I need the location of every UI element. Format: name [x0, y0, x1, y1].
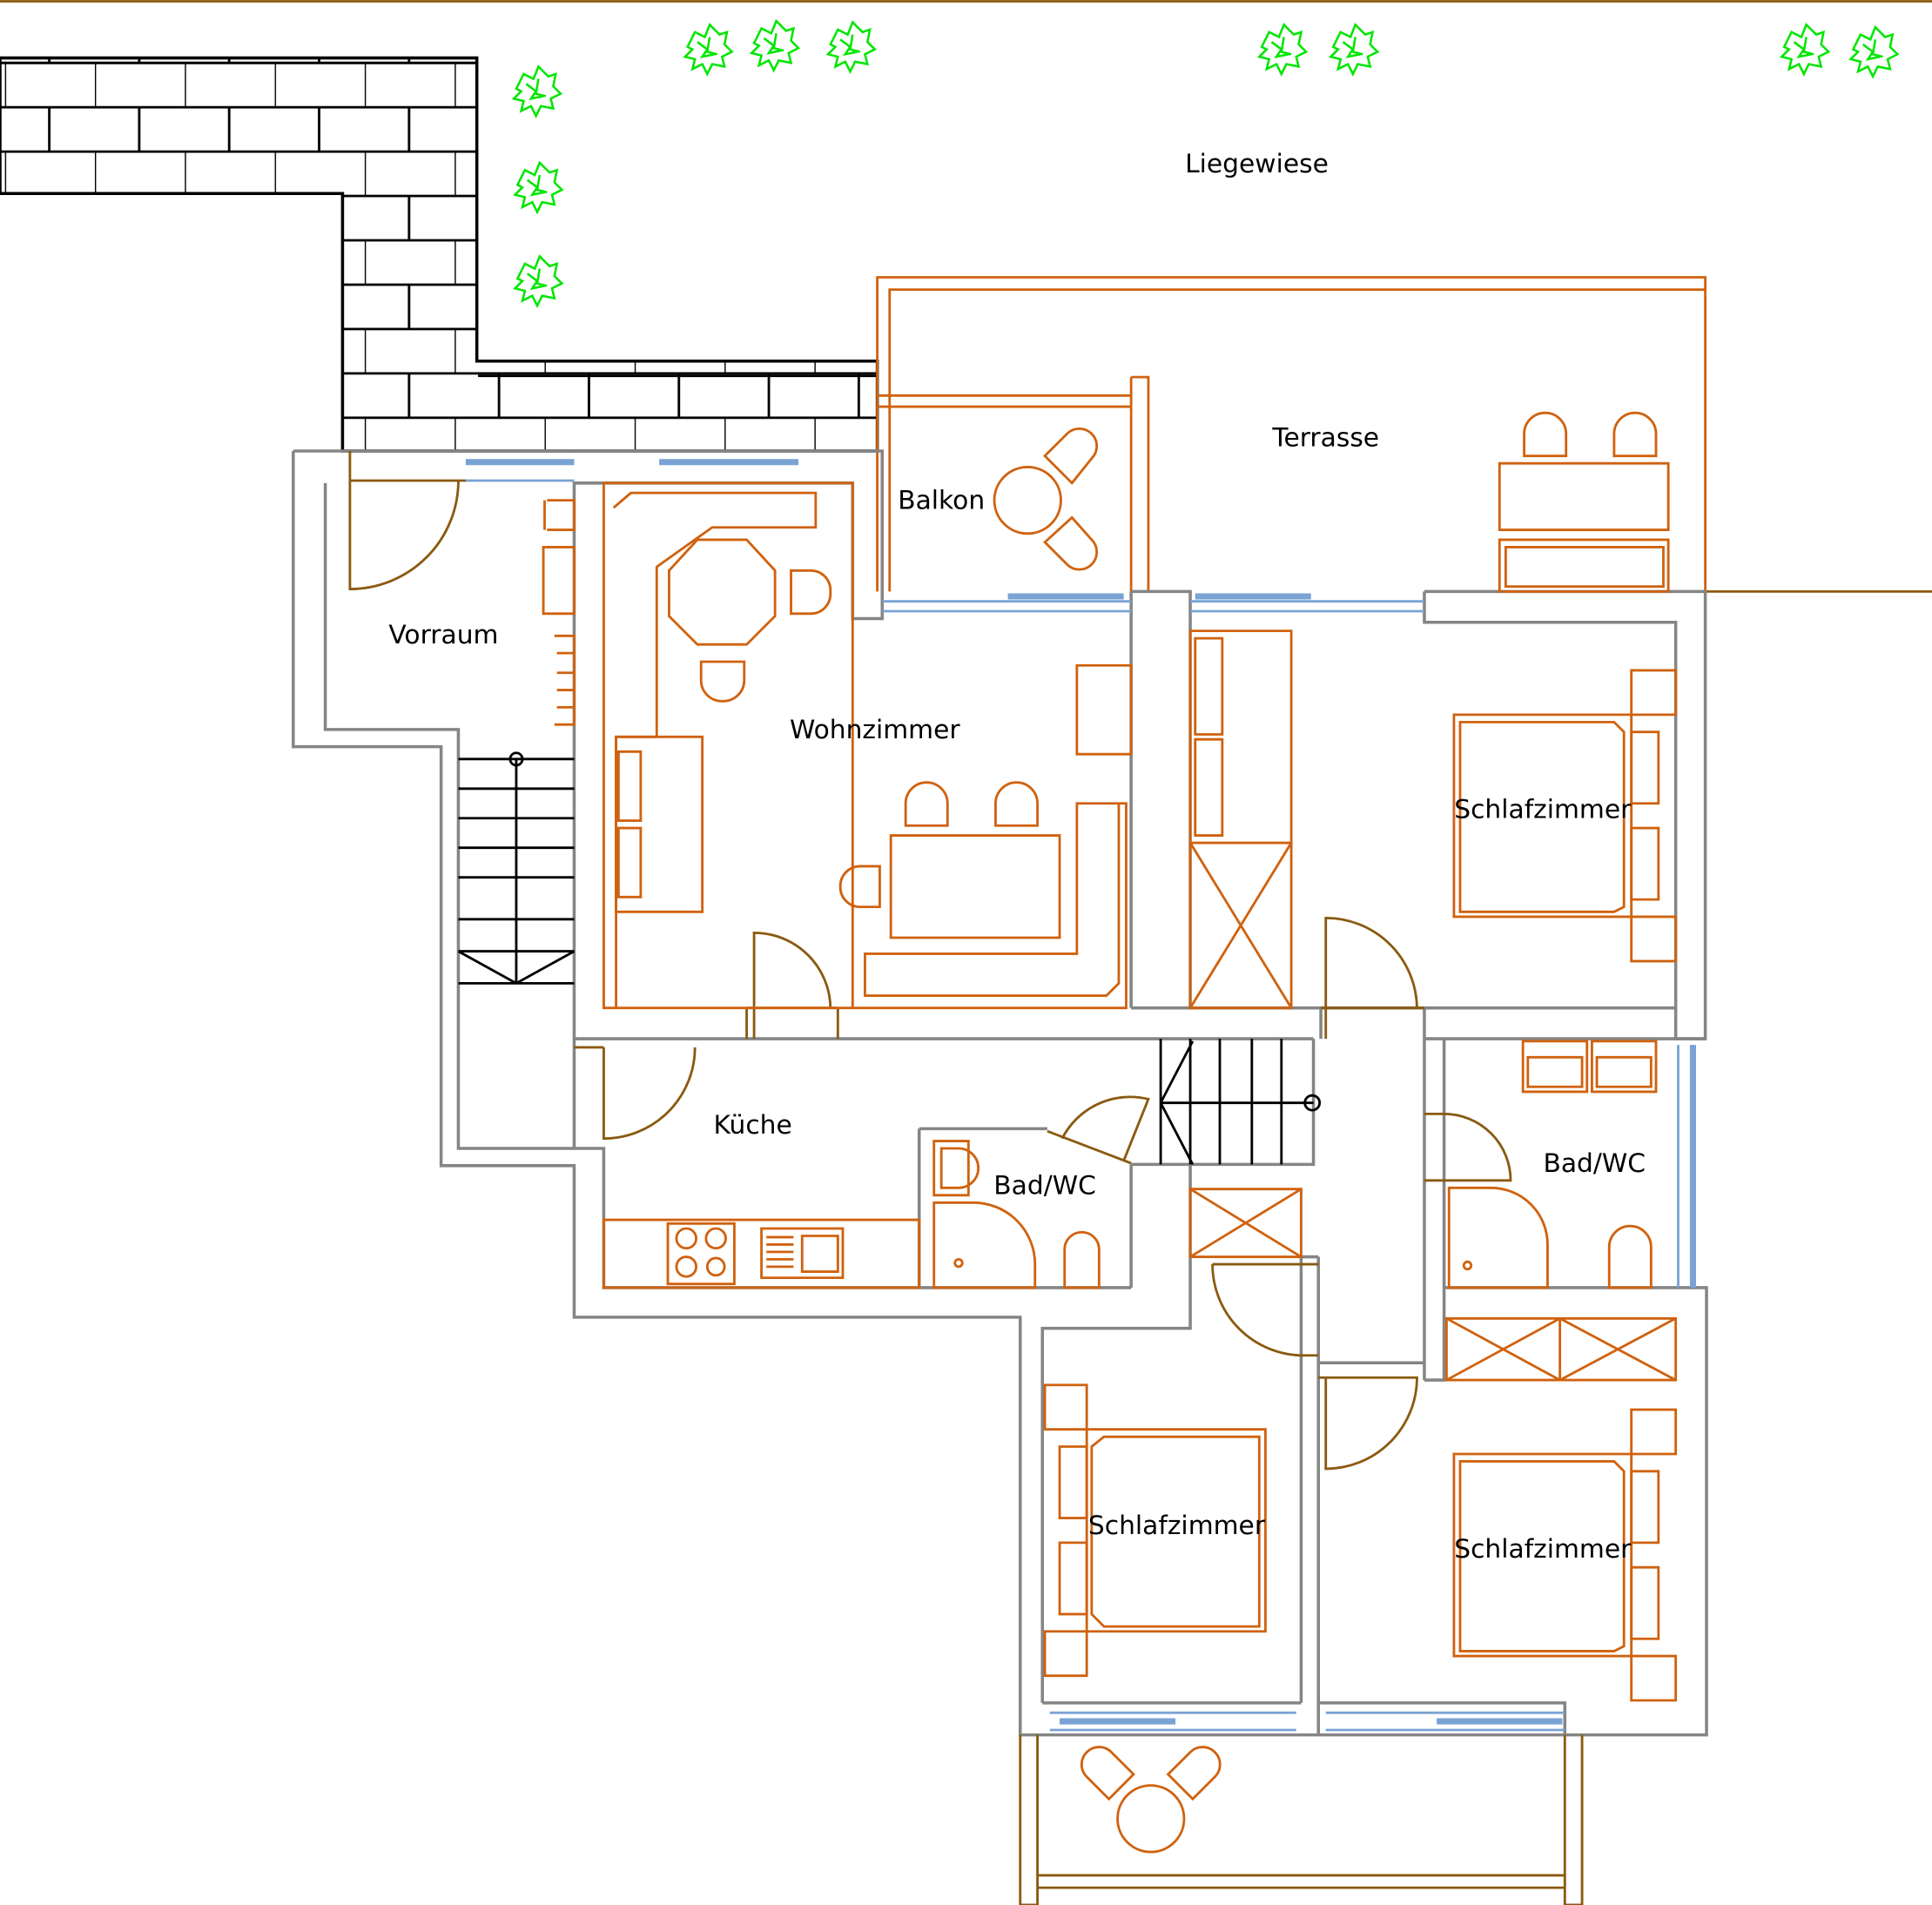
lawn-boundary — [0, 0, 1932, 593]
doors — [348, 451, 1584, 1905]
staircase — [457, 751, 1322, 1166]
shrub-icon — [1849, 25, 1899, 78]
furniture — [542, 411, 1678, 1854]
shrub-icon — [512, 65, 562, 118]
label-schlafzimmer: Schlafzimmer — [1454, 795, 1632, 825]
label-bad-wc: Bad/WC — [993, 1170, 1096, 1201]
label-terrasse: Terrasse — [1271, 422, 1379, 453]
label-bad-wc: Bad/WC — [1543, 1148, 1646, 1179]
terrace-frame — [876, 276, 1707, 592]
label-balkon: Balkon — [898, 486, 985, 516]
label-liegewiese: Liegewiese — [1185, 149, 1329, 179]
shrub-icon — [750, 19, 800, 72]
label-schlafzimmer: Schlafzimmer — [1088, 1511, 1266, 1541]
shrub-icon — [1258, 24, 1308, 76]
label-vorraum: Vorraum — [388, 620, 498, 650]
shrub-icon — [683, 24, 733, 76]
paving-path — [0, 56, 879, 453]
room-labels: Liegewiese Terrasse Balkon Vorraum Wohnz… — [388, 149, 1646, 1565]
shrub-icon — [1330, 24, 1379, 76]
shrub-icon — [514, 255, 563, 307]
label-kueche: Küche — [714, 1110, 792, 1141]
label-wohnzimmer: Wohnzimmer — [790, 715, 960, 745]
label-schlafzimmer: Schlafzimmer — [1454, 1534, 1632, 1565]
windows — [465, 459, 1696, 1732]
shrub-icon — [1781, 24, 1830, 76]
shrub-icon — [826, 21, 877, 73]
shrub-icon — [514, 161, 563, 213]
